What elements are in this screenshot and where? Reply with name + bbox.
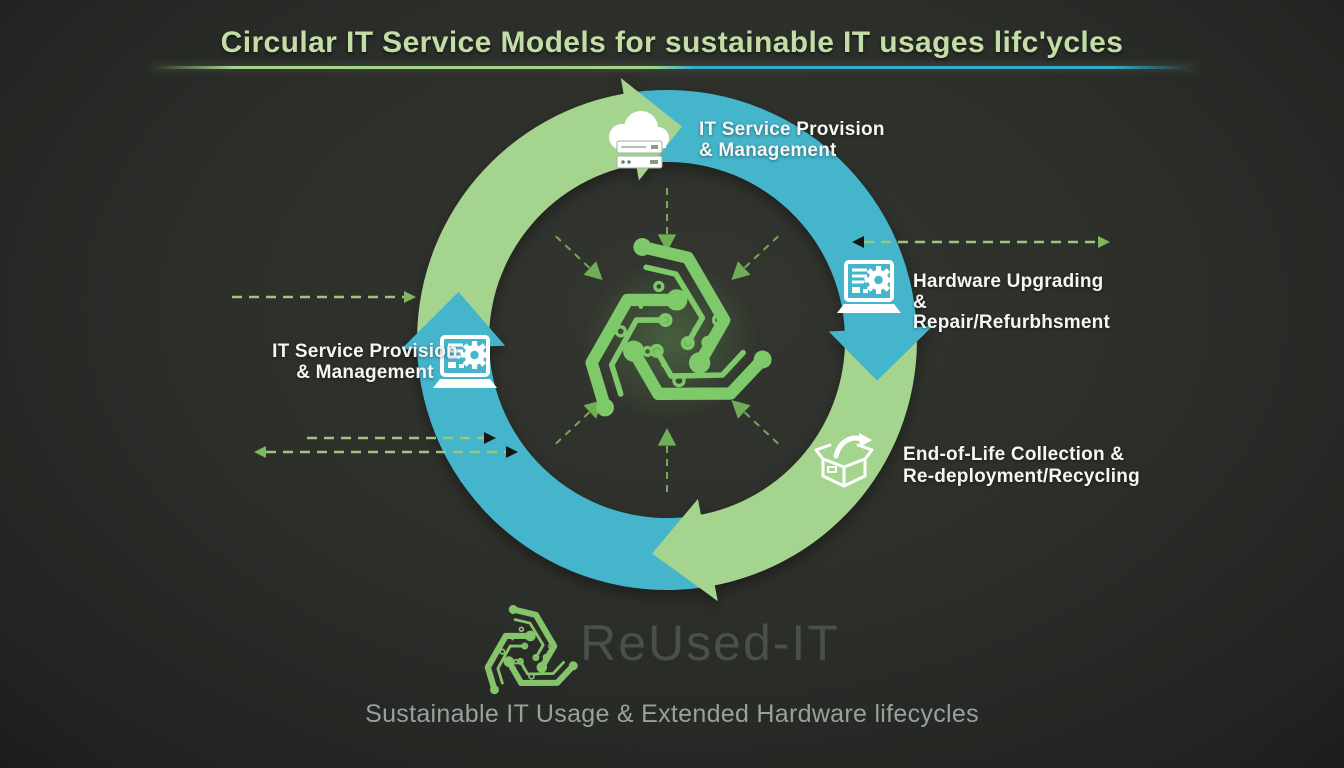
cycle-arrowhead-left <box>401 291 506 350</box>
center-glow <box>555 235 785 445</box>
logo-circuit-recycle-icon <box>484 605 578 695</box>
cycle-arc-teal-left <box>417 343 702 591</box>
stage-label-line: IT Service Provision <box>272 341 458 362</box>
circuit-recycle-icon <box>585 238 772 417</box>
stage-label-bottom-right: End-of-Life Collection & Re-deployment/R… <box>903 444 1140 488</box>
page-title: Circular IT Service Models for sustainab… <box>220 26 1124 59</box>
stage-label-left: IT Service Provision & Management <box>240 341 490 384</box>
stage-label-line: & Management <box>296 362 434 384</box>
stage-label-line: & <box>913 291 927 313</box>
stage-label-top: IT Service Provision & Management <box>699 119 885 162</box>
logo-tagline: Sustainable IT Usage & Extended Hardware… <box>365 700 979 728</box>
cycle-arc-green-top-left <box>417 92 643 349</box>
cycle-arrowhead-bottom <box>652 499 718 602</box>
stage-label-line: Re-deployment/Recycling <box>903 465 1140 487</box>
external-dashed-arrows <box>232 236 1110 458</box>
title-divider <box>150 66 1196 69</box>
stage-label-line: Repair/Refurbhsment <box>913 312 1111 334</box>
cycle-arrowhead-right <box>828 326 933 381</box>
cycle-arc-green-bottom <box>697 331 917 587</box>
cycle-arcs <box>401 78 933 602</box>
stage-label-right: Hardware Upgrading & Repair/Refurbhsment <box>913 271 1111 334</box>
stage-label-line: & Management <box>699 140 837 162</box>
stage-label-line: End-of-Life Collection & <box>903 444 1125 465</box>
stage-label-line: IT Service Provision <box>699 119 885 140</box>
logo-name: ReUsed-IT <box>580 615 840 671</box>
stage-label-line: Hardware Upgrading <box>913 271 1104 292</box>
